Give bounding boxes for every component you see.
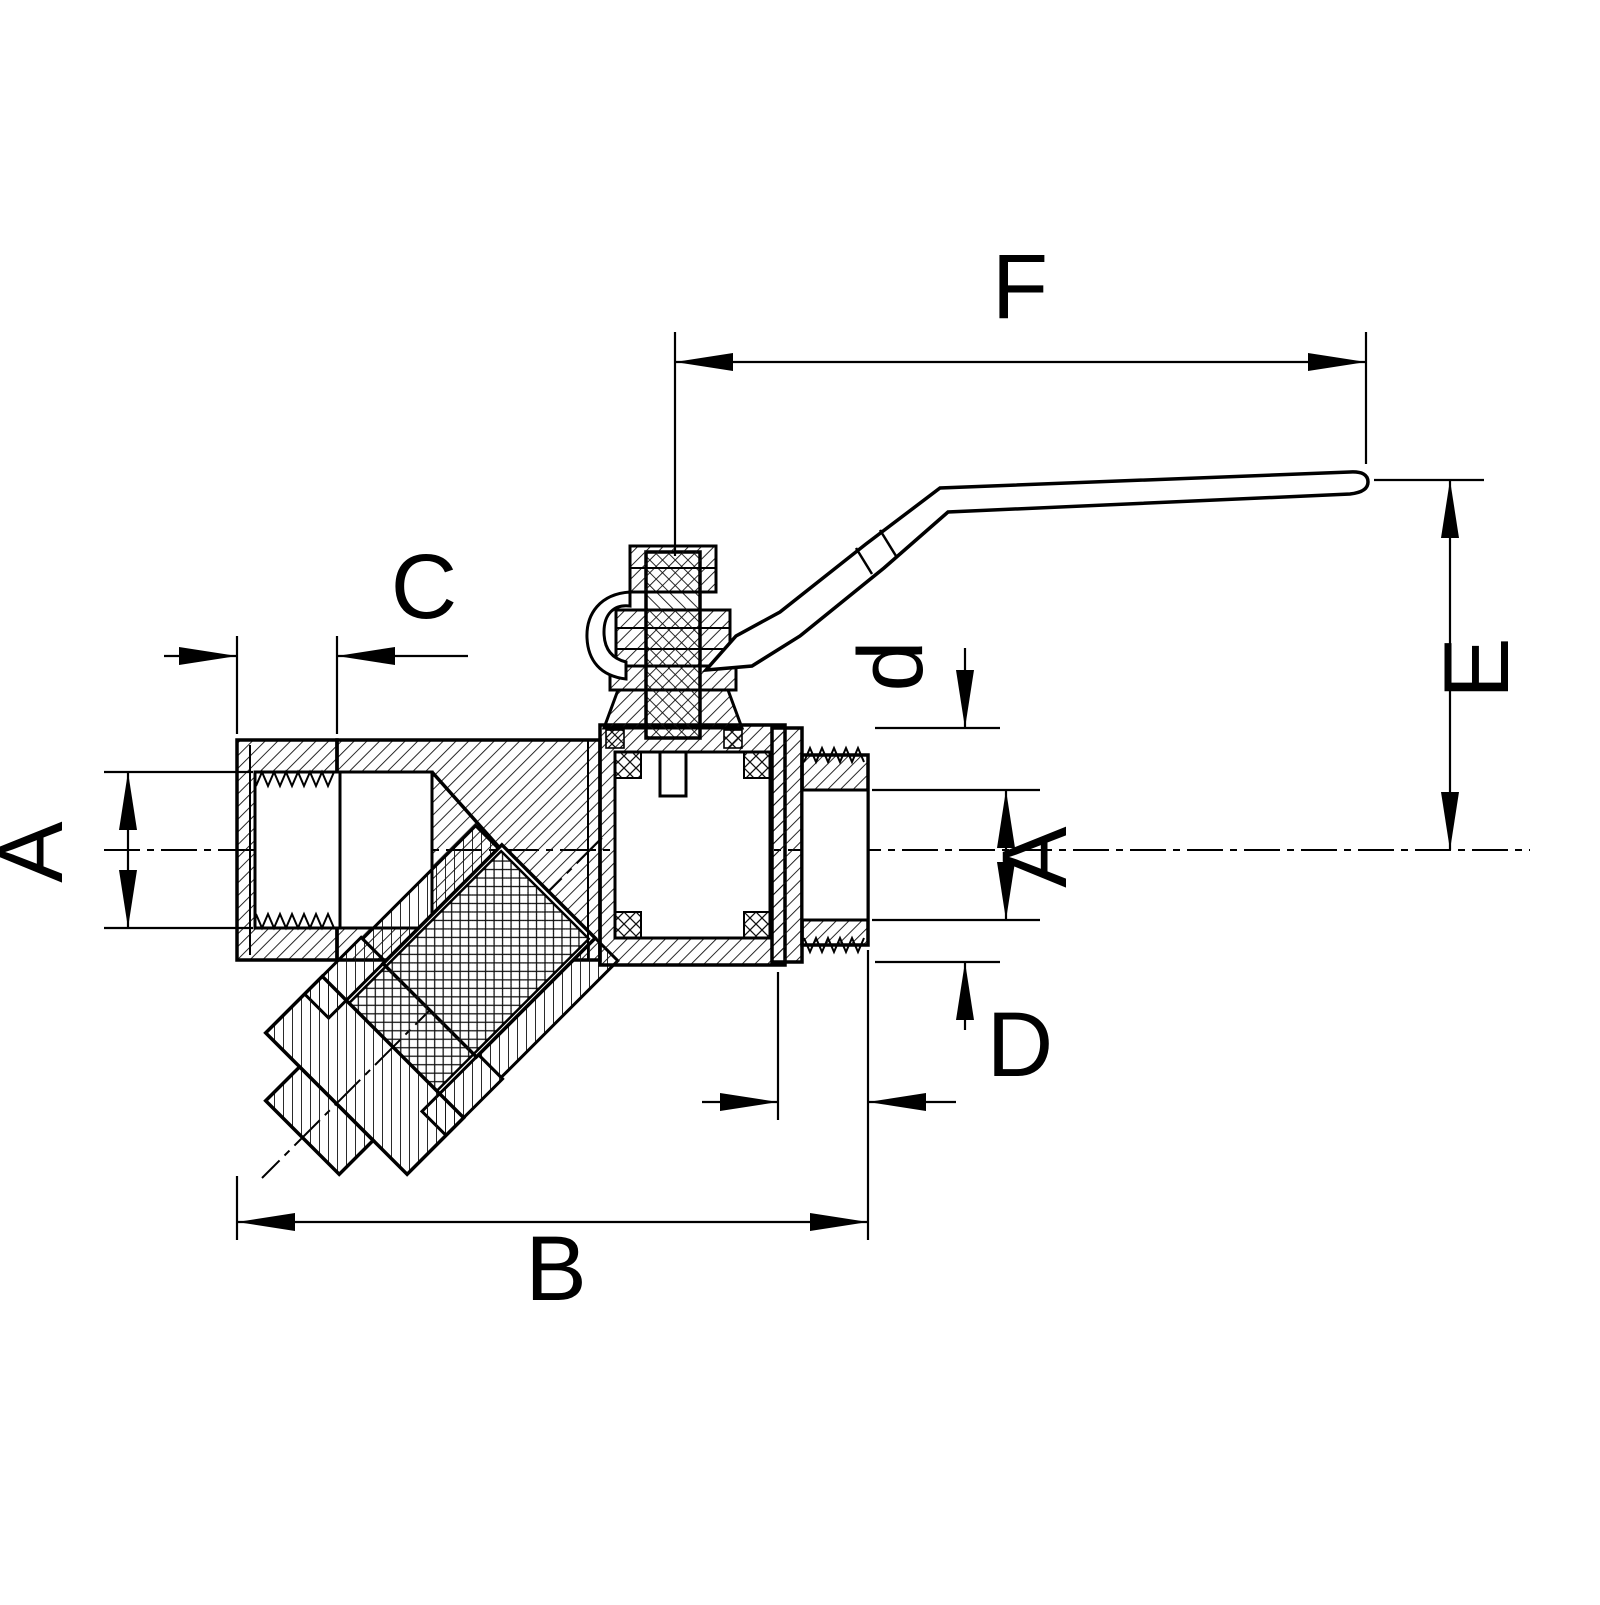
arrowhead: [1441, 792, 1459, 850]
dimension-D: [702, 950, 956, 1240]
dimension-E: [1374, 478, 1484, 850]
arrowhead: [675, 353, 733, 371]
arrowhead: [997, 790, 1015, 848]
outlet-bore: [800, 788, 870, 922]
gland-seal: [605, 729, 625, 749]
valve-body: [235, 470, 1370, 1177]
left-end-cap: [235, 738, 342, 962]
female-thread-top: [255, 769, 335, 789]
arrowhead: [1441, 480, 1459, 538]
strainer-cap-nub: [263, 1064, 376, 1177]
dim-label-B: B: [525, 1218, 586, 1320]
male-thread-bottom: [803, 935, 865, 955]
arrowhead: [119, 772, 137, 830]
arrowhead: [868, 1093, 926, 1111]
dimension-A-left: [104, 770, 253, 930]
dimension-C: [164, 636, 468, 734]
handle-bracket: [585, 590, 632, 681]
arrowhead: [956, 962, 974, 1020]
dimension-A-right: [872, 788, 1040, 922]
dimension-lines: [104, 332, 1484, 1240]
dimension-d: [875, 648, 1000, 1030]
arrowhead: [237, 1213, 295, 1231]
arrowhead: [179, 647, 237, 665]
arrowhead: [810, 1213, 868, 1231]
dim-label-E: E: [1426, 637, 1528, 698]
ball-chamber: [587, 723, 787, 967]
arrowhead: [337, 647, 395, 665]
arrowhead: [720, 1093, 778, 1111]
dim-label-A-right: A: [984, 826, 1086, 888]
dimension-labels: F E C A A d D B: [0, 236, 1528, 1320]
ball-seat: [743, 911, 771, 939]
ball-stem-slot: [658, 750, 688, 798]
dim-label-D: D: [987, 994, 1053, 1096]
ball-seat: [743, 751, 771, 779]
handle-bend-mark: [854, 547, 874, 575]
dim-label-C: C: [391, 536, 457, 638]
strainer-branch: [263, 823, 620, 1177]
gland-seal: [723, 729, 743, 749]
outlet-flange: [770, 726, 804, 964]
arrowhead: [997, 862, 1015, 920]
arrowhead: [956, 670, 974, 728]
dim-label-A-left: A: [0, 821, 82, 883]
dimension-B: [235, 1176, 868, 1240]
ball: [613, 750, 772, 940]
lever-handle: [585, 470, 1370, 681]
dim-label-F: F: [992, 236, 1048, 338]
female-thread-bottom: [255, 911, 335, 931]
handle-bend-mark: [878, 529, 898, 557]
arrowhead: [1308, 353, 1366, 371]
handle-lever: [701, 470, 1370, 673]
ball-seat: [614, 751, 642, 779]
arrowhead: [119, 870, 137, 928]
outlet-port: [770, 726, 870, 964]
ball-seat: [614, 911, 642, 939]
dimension-F: [673, 332, 1368, 556]
dim-label-d: d: [840, 640, 942, 691]
male-thread-top: [803, 745, 865, 765]
